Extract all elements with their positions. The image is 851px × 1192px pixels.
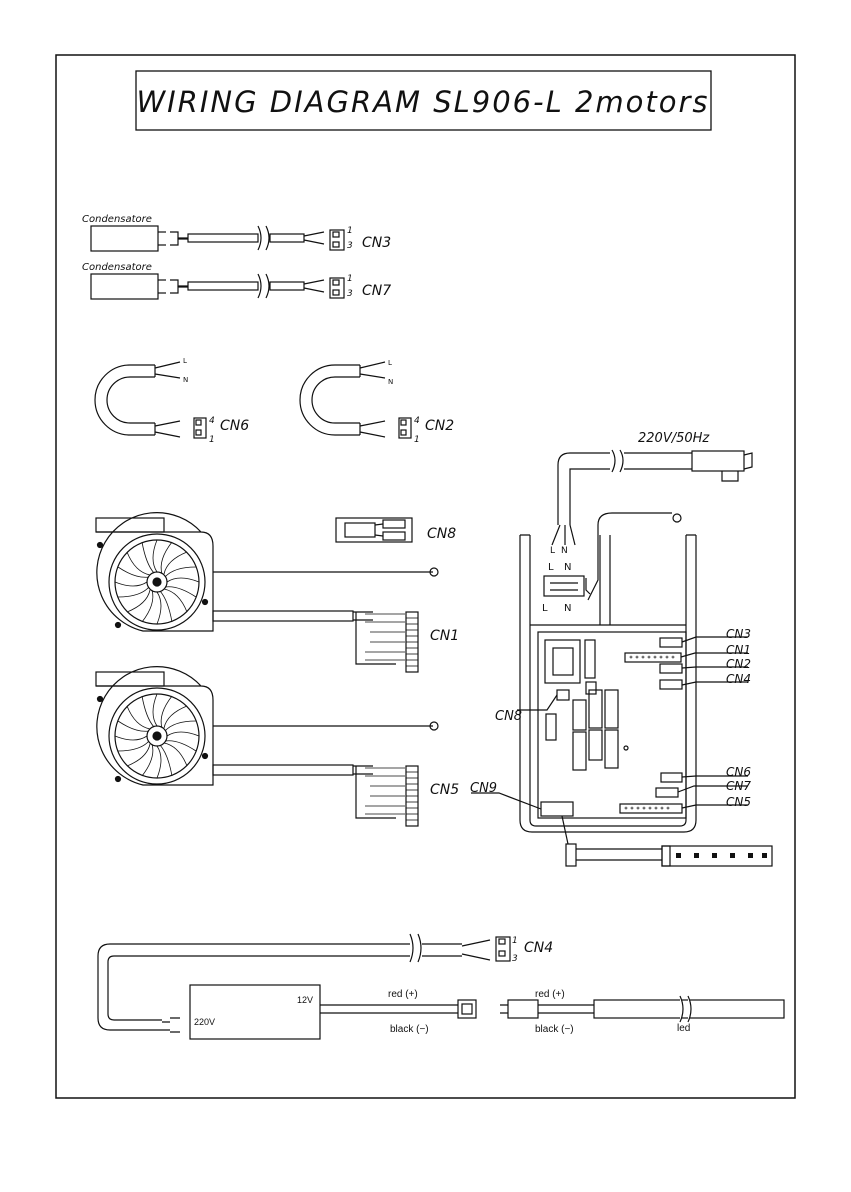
cable-cn2: L N 4 1 CN2 xyxy=(300,359,454,445)
cn2-pin4: 4 xyxy=(414,416,420,426)
terminal-l-top: L xyxy=(548,562,554,573)
label-cn2-board: CN2 xyxy=(726,657,751,671)
label-cn3-capacitor: CN3 xyxy=(362,235,391,251)
terminal-n-bottom: N xyxy=(564,603,571,614)
label-cn8-jumper: CN8 xyxy=(427,526,456,542)
power-cord: 220V/50Hz L N L N L N xyxy=(542,431,752,614)
motor-2: CN5 xyxy=(96,667,459,826)
terminal-n-top: N xyxy=(564,562,571,573)
label-cn4-board: CN4 xyxy=(726,672,751,686)
capacitor-cn7: Condensatore 1 3 CN7 xyxy=(82,262,391,299)
label-cn8-board: CN8 xyxy=(495,709,522,724)
wire-black-1: black (−) xyxy=(390,1024,429,1035)
label-cn1-board: CN1 xyxy=(726,643,751,657)
pin-3-cn7: 3 xyxy=(347,289,353,299)
cable-cn6: L N 4 1 CN6 xyxy=(95,357,249,445)
label-cn7-capacitor: CN7 xyxy=(362,283,391,299)
transformer-220v: 220V xyxy=(194,1017,215,1027)
cn6-pin4: 4 xyxy=(209,416,215,426)
pin-1-cn7: 1 xyxy=(347,274,353,284)
pin-3-cn3: 3 xyxy=(347,241,353,251)
label-cn7-board: CN7 xyxy=(726,779,751,793)
label-cn2-cable: CN2 xyxy=(425,418,454,434)
label-cn4-led: CN4 xyxy=(524,940,553,956)
transformer-12v: 12V xyxy=(297,995,313,1005)
cn6-n: N xyxy=(183,376,188,384)
cn2-n: N xyxy=(388,378,393,386)
jumper-cn8: CN8 xyxy=(336,518,456,542)
label-cn6-cable: CN6 xyxy=(220,418,249,434)
wire-red-1: red (+) xyxy=(388,989,418,1000)
cn6-pin1: 1 xyxy=(209,435,215,445)
page-title: WIRING DIAGRAM SL906-L 2motors xyxy=(136,85,709,119)
label-cn3-board: CN3 xyxy=(726,627,751,641)
cn4-pin1: 1 xyxy=(512,936,518,946)
capacitor-label-1: Condensatore xyxy=(82,214,152,225)
label-cn5-board: CN5 xyxy=(726,795,751,809)
label-cn1-motor: CN1 xyxy=(430,628,459,644)
capacitor-label-2: Condensatore xyxy=(82,262,152,273)
wire-red-2: red (+) xyxy=(535,989,565,1000)
cn2-l: L xyxy=(388,359,392,367)
cn6-l: L xyxy=(183,357,187,365)
label-cn9-board: CN9 xyxy=(470,781,497,796)
pin-1-cn3: 1 xyxy=(347,226,353,236)
capacitor-cn3: Condensatore 1 3 CN3 xyxy=(82,214,391,251)
led-strip-label: led xyxy=(677,1023,690,1034)
page-border xyxy=(56,55,795,1098)
cn2-pin1: 1 xyxy=(414,435,420,445)
label-cn6-board: CN6 xyxy=(726,765,751,779)
cord-l: L xyxy=(550,546,555,556)
label-power: 220V/50Hz xyxy=(638,431,710,446)
led-section: 1 3 CN4 12V 220V red (+) black (−) red (… xyxy=(98,934,784,1039)
label-cn5-motor: CN5 xyxy=(430,782,459,798)
cn4-pin3: 3 xyxy=(512,954,518,964)
control-board: CN3 CN1 CN2 CN4 CN6 CN7 CN5 CN8 CN9 xyxy=(470,535,772,866)
terminal-l-bottom: L xyxy=(542,603,548,614)
wire-black-2: black (−) xyxy=(535,1024,574,1035)
cord-n: N xyxy=(561,546,568,556)
